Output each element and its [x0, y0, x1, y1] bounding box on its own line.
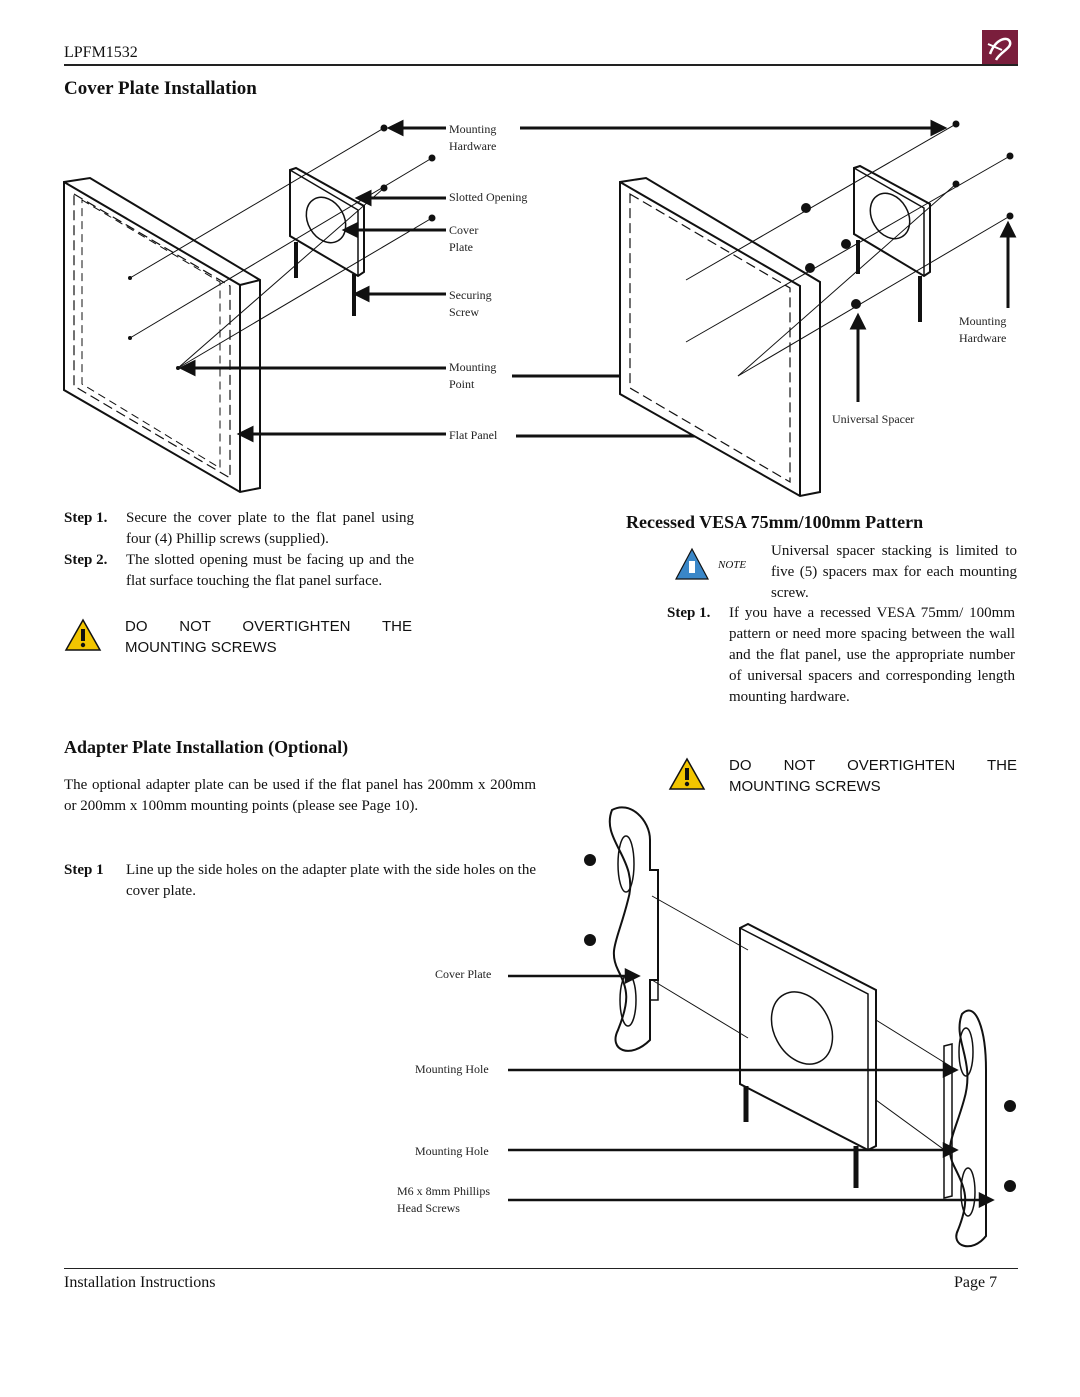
note-icon: NOTE: [674, 547, 764, 581]
section-title-cover-plate: Cover Plate Installation: [64, 78, 257, 99]
vesa-step-1: Step 1. If you have a recessed VESA 75mm…: [667, 605, 1015, 705]
footer-title: Installation Instructions: [64, 1274, 216, 1291]
label-mounting-hole-2: Mounting Hole: [415, 1144, 489, 1158]
document-model: LPFM1532: [64, 44, 138, 61]
label-flat-panel: Flat Panel: [449, 428, 498, 442]
label-universal-spacer: Universal Spacer: [832, 412, 915, 426]
section-title-vesa: Recessed VESA 75mm/100mm Pattern: [626, 512, 924, 532]
cover-step-1: Step 1. Secure the cover plate to the fl…: [64, 510, 414, 547]
page-number: Page 7: [954, 1274, 998, 1291]
cover-step-2: Step 2. The slotted opening must be faci…: [64, 552, 414, 589]
adapter-paragraph: The optional adapter plate can be used i…: [64, 777, 536, 814]
warning-text-2: DO NOT OVERTIGHTEN THE MOUNTING SCREWS: [729, 757, 1017, 795]
adapter-plate-diagram: [508, 806, 1016, 1248]
note-text: Universal spacer stacking is limited to …: [771, 543, 1017, 601]
adapter-step-1: Step 1 Line up the side holes on the ada…: [64, 862, 536, 899]
label-cover-plate-adapter: Cover Plate: [435, 967, 492, 981]
footer-rule: [64, 1268, 1018, 1269]
warning-icon: [668, 757, 706, 791]
section-title-adapter: Adapter Plate Installation (Optional): [64, 737, 349, 757]
svg-text:NOTE: NOTE: [717, 559, 746, 571]
label-mounting-hole-1: Mounting Hole: [415, 1062, 489, 1076]
cover-plate-diagram: [63, 119, 446, 494]
warning-icon: [64, 618, 102, 652]
vesa-spacer-diagram: [512, 119, 1017, 498]
warning-text-1: DO NOT OVERTIGHTEN THE MOUNTING SCREWS: [125, 618, 412, 656]
logo-icon: [982, 30, 1018, 66]
label-slotted-opening: Slotted Opening: [449, 190, 528, 204]
header-rule: [64, 64, 1018, 66]
